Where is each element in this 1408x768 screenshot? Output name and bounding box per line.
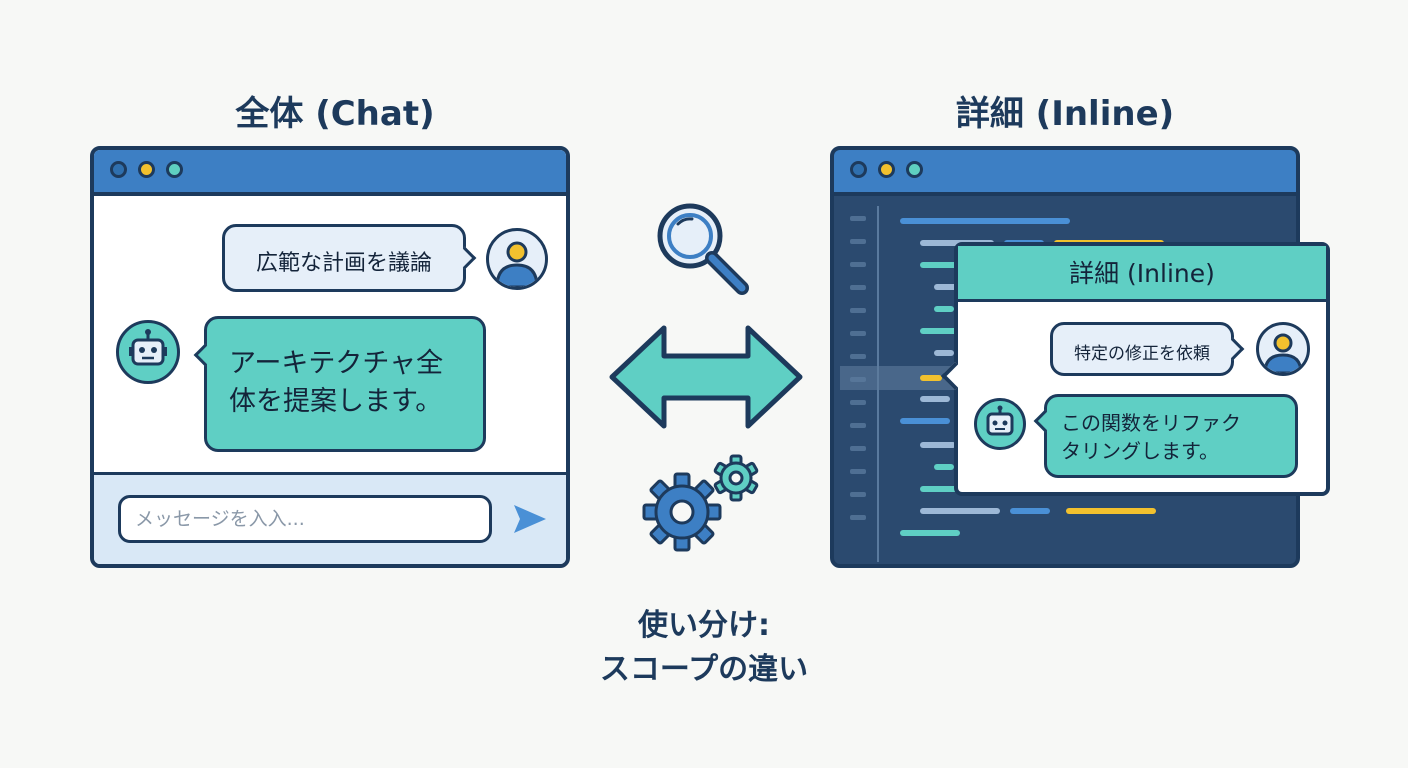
- robot-icon: [116, 320, 180, 384]
- editor-titlebar: [834, 150, 1296, 196]
- inline-user-message-bubble: 特定の修正を依頼: [1050, 322, 1245, 376]
- user-message-bubble: 広範な計画を議論: [222, 224, 477, 292]
- inline-robot-icon: [974, 398, 1026, 450]
- inline-bot-message-bubble: この関数をリファク タリングします。: [1033, 394, 1298, 478]
- inline-user-message-text: 特定の修正を依頼: [1074, 344, 1210, 364]
- window-control-dot[interactable]: [906, 161, 923, 178]
- send-icon[interactable]: [510, 499, 550, 539]
- inline-heading: 詳細 (Inline): [955, 94, 1175, 134]
- bot-message-text: アーキテクチャ全 体を提案します。: [229, 348, 444, 417]
- gears-icon: [642, 454, 759, 552]
- chat-titlebar: [94, 150, 566, 196]
- code-lines: [840, 206, 1164, 562]
- inline-user-avatar-icon: [1256, 322, 1310, 376]
- bot-message-bubble: アーキテクチャ全 体を提案します。: [193, 316, 486, 452]
- caption-line-1: 使い分け:: [638, 608, 770, 643]
- inline-chat-popup: 詳細 (Inline) 特定の修正を依頼 この関数をリファク タリングします。: [940, 242, 1330, 496]
- window-control-dot[interactable]: [138, 161, 155, 178]
- user-avatar-icon: [486, 228, 548, 290]
- double-arrow-icon: [609, 325, 803, 429]
- chat-input-area: [94, 472, 566, 564]
- inline-bot-message-text: この関数をリファク タリングします。: [1061, 411, 1241, 463]
- chat-heading: 全体 (Chat): [235, 94, 435, 134]
- window-control-dot[interactable]: [850, 161, 867, 178]
- chat-window: 広範な計画を議論 アーキテクチャ全 体を提案します。: [90, 146, 570, 568]
- magnifier-icon: [657, 203, 749, 295]
- window-control-dot[interactable]: [110, 161, 127, 178]
- inline-popup-title: 詳細 (Inline): [958, 246, 1326, 302]
- window-control-dot[interactable]: [878, 161, 895, 178]
- caption-line-2: スコープの違い: [599, 652, 809, 687]
- window-control-dot[interactable]: [166, 161, 183, 178]
- message-input[interactable]: [118, 495, 492, 543]
- user-message-text: 広範な計画を議論: [255, 251, 432, 276]
